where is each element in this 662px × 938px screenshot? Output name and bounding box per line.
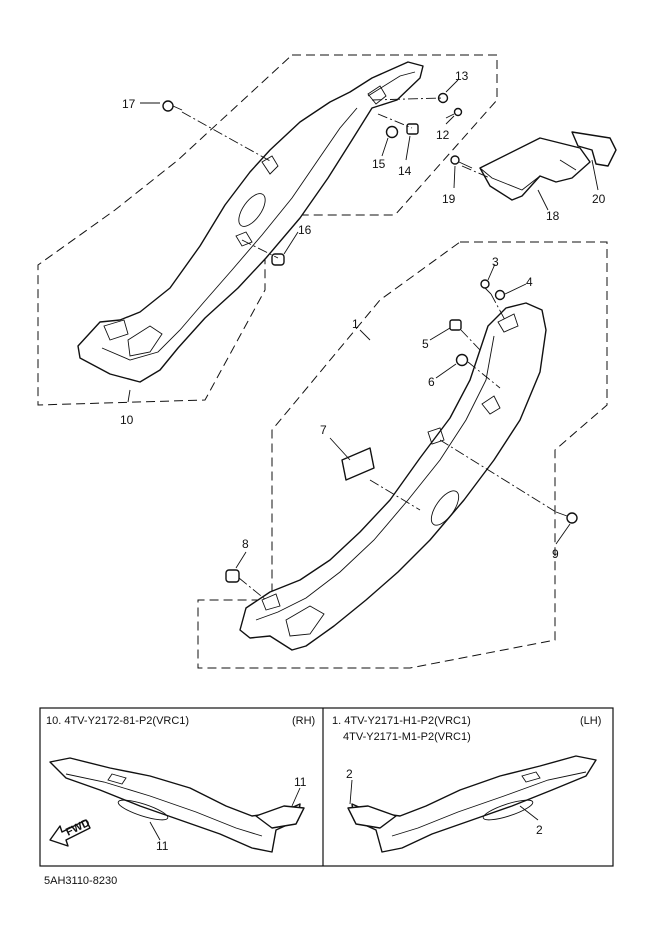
callout-3: 3	[492, 255, 499, 269]
callout-9: 9	[552, 547, 559, 561]
group-outline-lh	[197, 241, 608, 669]
callout-6: 6	[428, 375, 435, 389]
side-cover-right	[77, 61, 424, 383]
inset-lh-cover	[347, 755, 597, 853]
variant-inset: 10. 4TV-Y2172-81-P2(VRC1) (RH) 1. 4TV-Y2…	[39, 707, 614, 867]
part-7-label	[341, 447, 375, 481]
callout-5: 5	[422, 337, 429, 351]
inset-rh-side: (RH)	[292, 715, 315, 727]
inset-rh-title: 10. 4TV-Y2172-81-P2(VRC1)	[46, 715, 189, 727]
inset-lh-title-2: 4TV-Y2171-M1-P2(VRC1)	[343, 731, 471, 743]
part-20-label	[571, 131, 617, 167]
diagram-code: 5AH3110-8230	[44, 875, 117, 887]
callout-4: 4	[526, 275, 533, 289]
callout-20: 20	[592, 192, 606, 206]
inset-callout-2-b: 2	[536, 823, 543, 837]
group-outline-rh	[37, 54, 498, 406]
assembly-lines	[181, 97, 557, 601]
inset-callout-11-b: 11	[294, 775, 307, 789]
inset-lh-side: (LH)	[580, 715, 601, 727]
callout-7: 7	[320, 423, 327, 437]
callout-15: 15	[372, 157, 386, 171]
inset-rh-cover	[49, 757, 305, 853]
inset-callout-2-a: 2	[346, 767, 353, 781]
callout-19: 19	[442, 192, 456, 206]
callout-18: 18	[546, 209, 560, 223]
callout-13: 13	[455, 69, 469, 83]
callout-16: 16	[298, 223, 312, 237]
part-18-cover	[479, 131, 617, 201]
callout-12: 12	[436, 128, 450, 142]
callout-10: 10	[120, 413, 134, 427]
callouts: 17 13 12 14 15 16 19 18 20 3 4 1 5 6 7 8…	[120, 69, 606, 561]
callout-1: 1	[352, 317, 359, 331]
fasteners	[162, 92, 578, 583]
callout-leaders	[127, 79, 599, 569]
side-cover-left	[239, 302, 547, 651]
callout-8: 8	[242, 537, 249, 551]
inset-callout-11-a: 11	[156, 839, 169, 853]
inset-lh-title: 1. 4TV-Y2171-H1-P2(VRC1)	[332, 715, 471, 727]
callout-14: 14	[398, 164, 412, 178]
callout-17: 17	[122, 97, 136, 111]
